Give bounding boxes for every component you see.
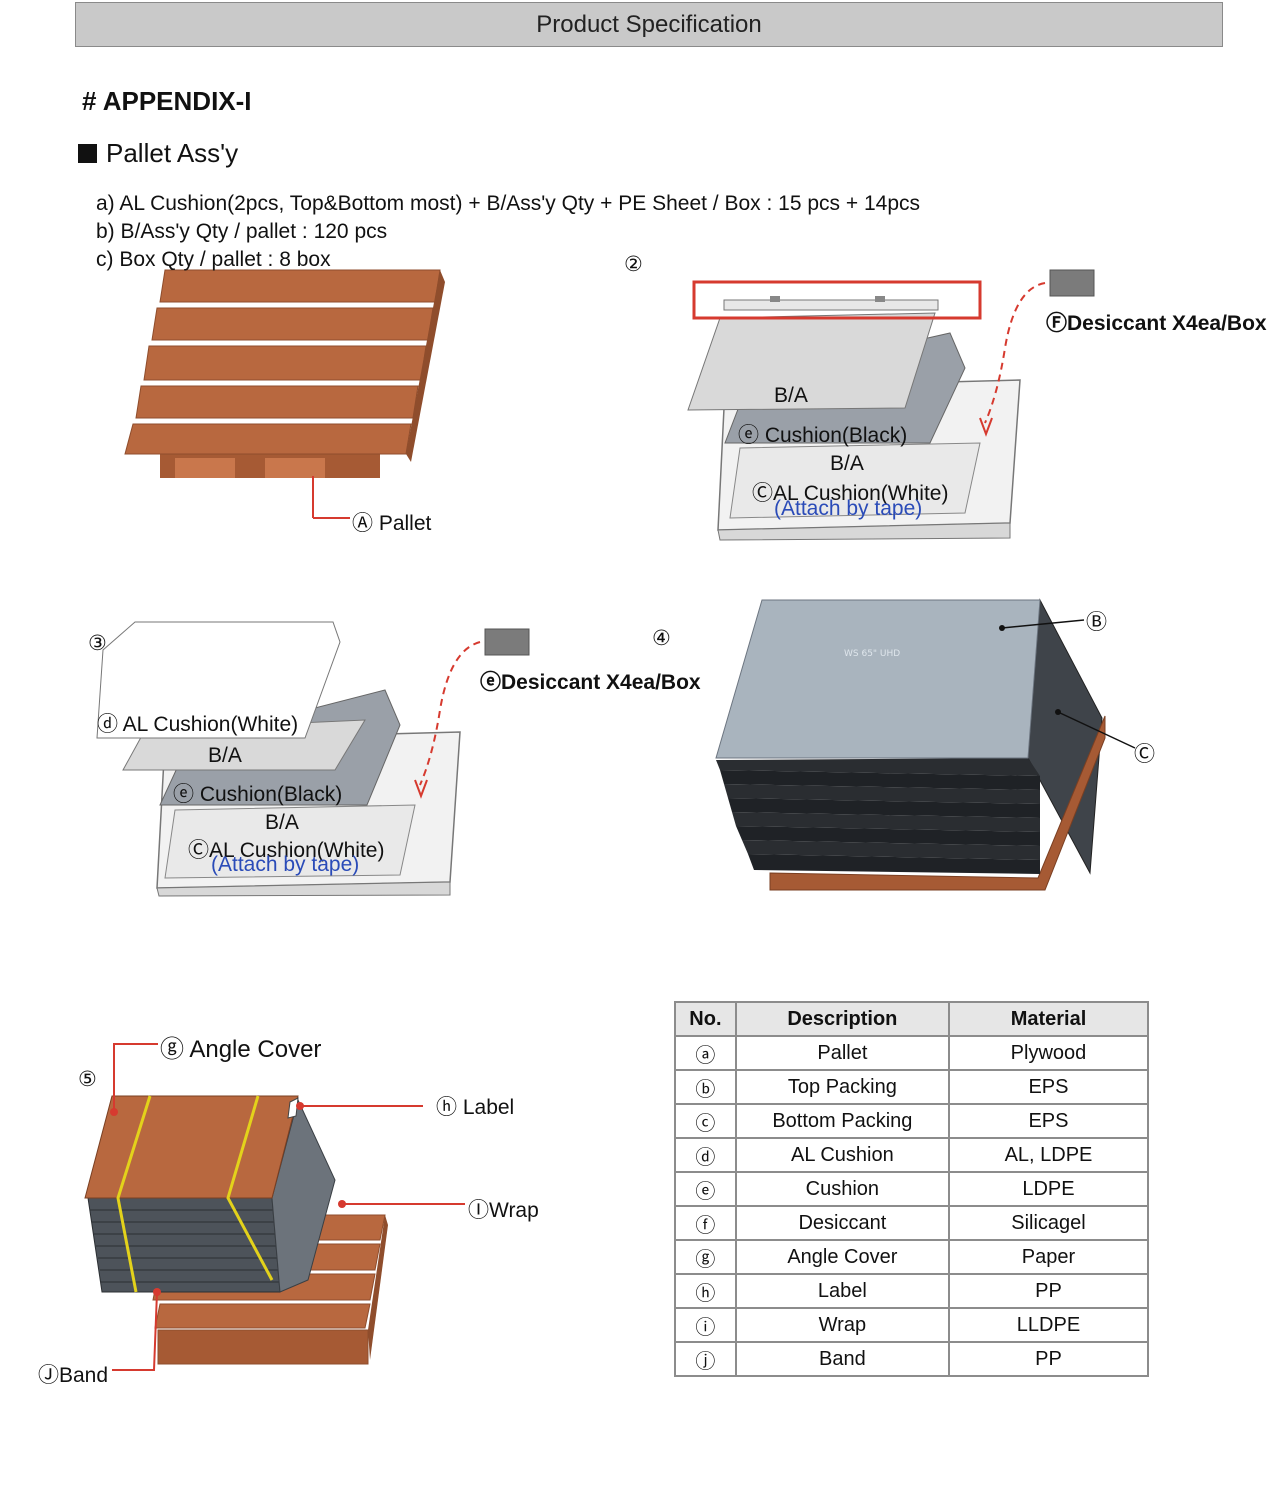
al-cushion-label-3: ⒸAL Cushion(White)	[188, 839, 385, 862]
spec-line-b: b) B/Ass'y Qty / pallet : 120 pcs	[96, 220, 388, 243]
cell-no: ⓓ	[674, 1137, 737, 1173]
cell-material: AL, LDPE	[947, 1137, 1150, 1173]
cell-description: Angle Cover	[734, 1239, 950, 1275]
cell-no: ⓐ	[674, 1035, 737, 1071]
cell-description: Label	[734, 1273, 950, 1309]
page-title: Product Specification	[536, 10, 762, 38]
band-strap-1	[116, 1095, 152, 1293]
desiccant-label-mid: ⓔDesiccant X4ea/Box	[480, 671, 701, 694]
cell-description: Desiccant	[734, 1205, 950, 1241]
angle-cover-label: ⓖ Angle Cover	[160, 1036, 322, 1063]
page-header: Product Specification	[75, 2, 1223, 47]
cell-no: ⓖ	[674, 1239, 737, 1275]
ba-label-top-3: B/A	[208, 744, 242, 767]
cell-material: LLDPE	[947, 1307, 1150, 1343]
top-packing-figure	[687, 269, 1095, 541]
cell-material: EPS	[947, 1069, 1150, 1105]
ba-label-bottom: B/A	[830, 452, 864, 475]
step-3-number: ③	[88, 632, 107, 655]
bullet-square-icon	[78, 144, 97, 163]
cell-material: PP	[947, 1273, 1150, 1309]
cell-no: ⓒ	[674, 1103, 737, 1139]
desiccant-pack-icon-2	[484, 628, 530, 656]
appendix-title: # APPENDIX-I	[82, 86, 252, 116]
wrapped-pallet-figure	[84, 1043, 465, 1371]
cell-material: Paper	[947, 1239, 1150, 1275]
callout-c: Ⓒ	[1134, 743, 1155, 766]
cell-description: Band	[734, 1341, 950, 1377]
header-material: Material	[947, 1001, 1150, 1037]
cell-material: Plywood	[947, 1035, 1150, 1071]
highlight-box	[692, 280, 982, 320]
ba-label-top: B/A	[774, 384, 808, 407]
table-header-row: No. Description Material	[674, 1001, 1150, 1037]
cushion-black-label-3: ⓔ Cushion(Black)	[173, 783, 343, 806]
cell-no: ⓘ	[674, 1307, 737, 1343]
cell-no: ⓔ	[674, 1171, 737, 1207]
wrap-callout: ⒾWrap	[468, 1199, 539, 1222]
cell-material: Silicagel	[947, 1205, 1150, 1241]
pallet-planks	[124, 269, 445, 462]
cell-description: Pallet	[734, 1035, 950, 1071]
ba-panel	[687, 312, 936, 411]
cell-description: Bottom Packing	[734, 1103, 950, 1139]
box-print-text: WS 65" UHD	[844, 649, 900, 659]
top-box-lid	[715, 599, 1041, 759]
attach-by-tape-label: (Attach by tape)	[774, 497, 923, 520]
cell-no: ⓕ	[674, 1205, 737, 1241]
step-2-number: ②	[624, 253, 643, 276]
cell-no: ⓗ	[674, 1273, 737, 1309]
cushion-black-label: ⓔ Cushion(Black)	[738, 424, 908, 447]
label-callout: ⓗ Label	[436, 1096, 515, 1119]
section-title: Pallet Ass'y	[106, 138, 239, 168]
band-callout: ⒿBand	[38, 1364, 109, 1387]
callout-b: Ⓑ	[1086, 611, 1107, 634]
cell-material: LDPE	[947, 1171, 1150, 1207]
stacked-boxes-figure: WS 65" UHD	[715, 598, 1136, 891]
band-strap-2	[226, 1095, 274, 1281]
pallet-label: Ⓐ Pallet	[352, 512, 432, 535]
ba-label-bottom-3: B/A	[265, 811, 299, 834]
cell-no: ⓙ	[674, 1341, 737, 1377]
al-cushion-label: ⒸAL Cushion(White)	[752, 482, 949, 505]
angle-cover-top	[84, 1095, 299, 1199]
spec-line-a: a) AL Cushion(2pcs, Top&Bottom most) + B…	[96, 192, 920, 215]
pallet-figure	[124, 269, 445, 519]
header-description: Description	[734, 1001, 950, 1037]
cell-description: Cushion	[734, 1171, 950, 1207]
header-no: No.	[674, 1001, 737, 1037]
wrapped-box-stack	[87, 1197, 281, 1293]
spec-line-c: c) Box Qty / pallet : 8 box	[96, 248, 331, 271]
step-5-number: ⑤	[78, 1068, 97, 1091]
cell-description: AL Cushion	[734, 1137, 950, 1173]
cell-description: Top Packing	[734, 1069, 950, 1105]
cell-material: PP	[947, 1341, 1150, 1377]
cell-no: ⓑ	[674, 1069, 737, 1105]
cell-material: EPS	[947, 1103, 1150, 1139]
attach-by-tape-label-3: (Attach by tape)	[211, 853, 360, 876]
cell-description: Wrap	[734, 1307, 950, 1343]
bottom-assembly-figure	[96, 621, 530, 897]
step-4-number: ④	[652, 627, 671, 650]
al-cushion-top-label: ⓓ AL Cushion(White)	[97, 713, 299, 736]
desiccant-label-top: ⒻDesiccant X4ea/Box	[1046, 312, 1267, 335]
desiccant-pack-icon	[1049, 269, 1095, 297]
section-heading: Pallet Ass'y	[78, 138, 238, 169]
stack-front-layers	[716, 758, 1040, 874]
al-cushion-sheet	[96, 621, 341, 739]
